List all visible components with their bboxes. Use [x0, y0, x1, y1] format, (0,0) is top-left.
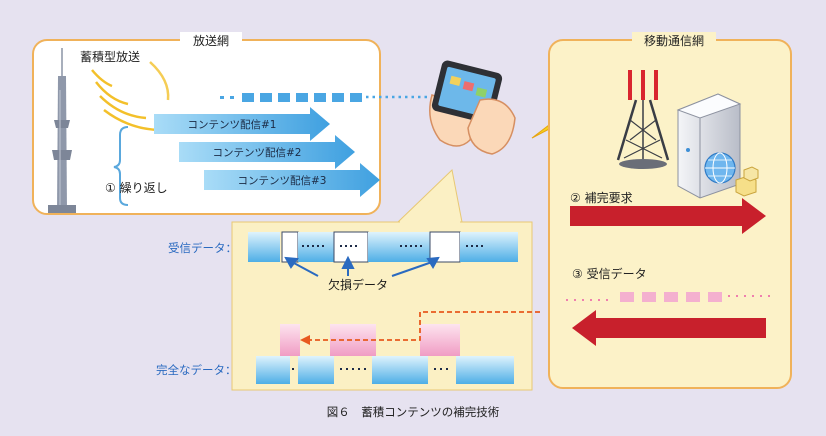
- received-data-label: ③ 受信データ: [572, 266, 647, 281]
- content-arrow-3: コンテンツ配信#3: [204, 163, 380, 197]
- complement-path: [300, 311, 540, 345]
- received-data-row: [248, 231, 518, 263]
- request-label: ② 補完要求: [570, 190, 633, 205]
- mobile-title: 移動通信網: [644, 34, 704, 48]
- broadcast-packet-stream: [220, 93, 428, 102]
- content-arrow-1: コンテンツ配信#1: [154, 107, 330, 141]
- storage-broadcast-label: 蓄積型放送: [80, 49, 140, 64]
- missing-data-pointers: [284, 255, 440, 277]
- repeat-label: ① 繰り返し: [105, 181, 168, 195]
- broadcast-tower-icon: [48, 48, 76, 213]
- complete-row-label: 完全なデータ：: [156, 363, 237, 377]
- server-icon: [676, 93, 742, 199]
- figure-caption: 図６ 蓄積コンテンツの補完技術: [327, 405, 500, 419]
- request-arrow[interactable]: [570, 198, 766, 234]
- globe-icon: [704, 152, 736, 184]
- content-label-2: コンテンツ配信#2: [213, 147, 302, 159]
- missing-data-label: 欠損データ: [328, 277, 388, 292]
- return-arrow: [572, 310, 766, 346]
- cell-tower-icon: [616, 70, 670, 169]
- received-row-label: 受信データ：: [168, 241, 237, 255]
- content-label-1: コンテンツ配信#1: [188, 119, 277, 131]
- broadcast-title: 放送網: [193, 33, 229, 48]
- complement-blocks: [280, 324, 460, 356]
- tablet-hands-icon: [429, 60, 516, 155]
- repeat-brace: [113, 126, 129, 206]
- complete-data-row: [256, 356, 514, 384]
- received-packet-stream: [566, 292, 770, 302]
- data-cubes-icon: [735, 166, 759, 197]
- content-arrow-2: コンテンツ配信#2: [179, 135, 355, 169]
- content-label-3: コンテンツ配信#3: [238, 175, 327, 187]
